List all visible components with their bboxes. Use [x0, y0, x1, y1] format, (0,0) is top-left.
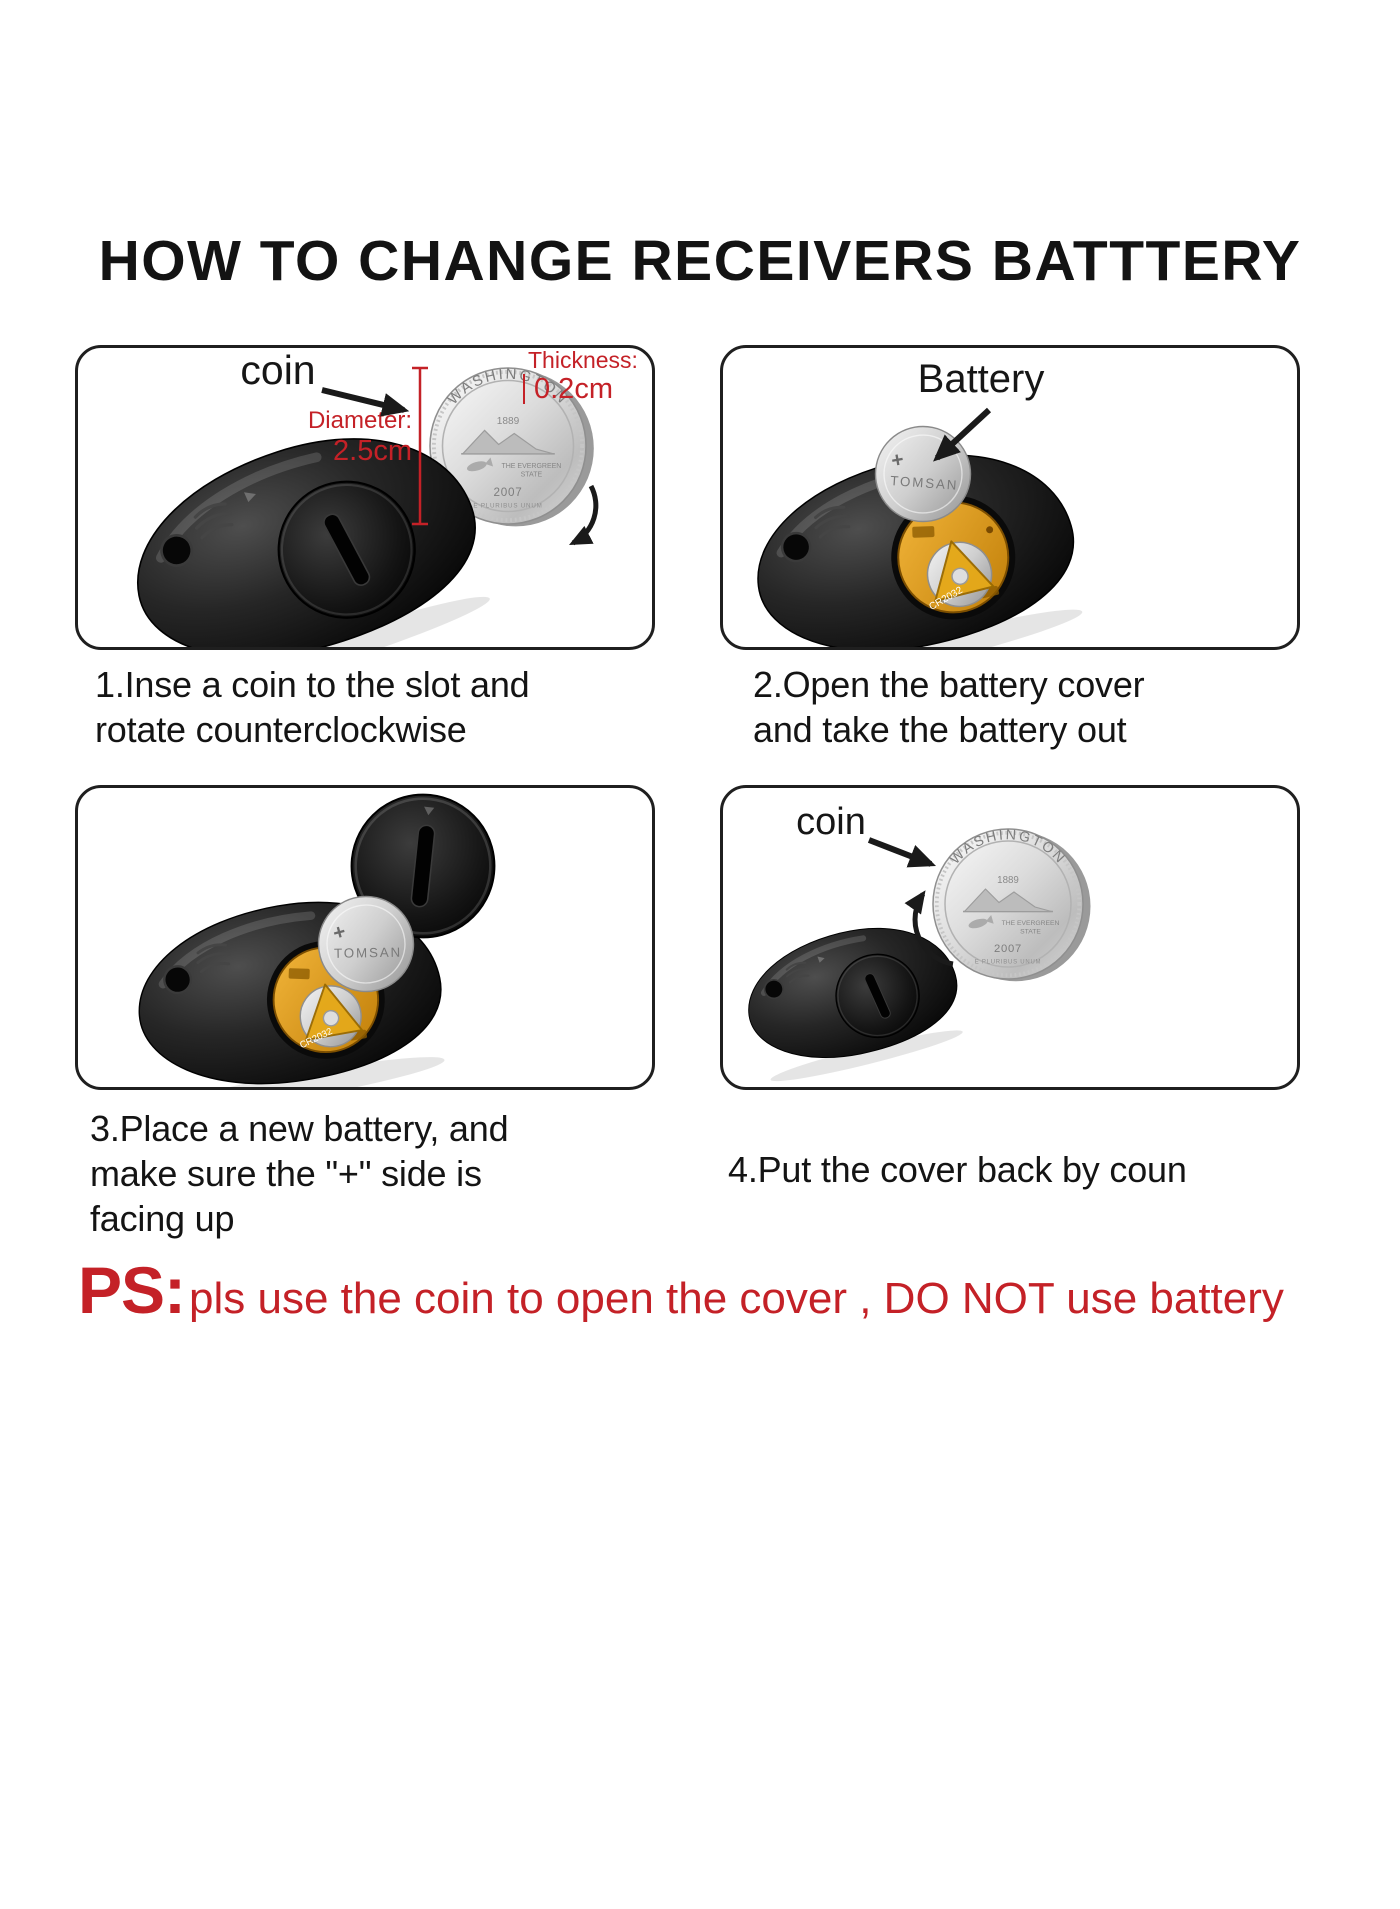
- coin-pointer-arrow-icon: [321, 387, 410, 417]
- ps-note: PS: pls use the coin to open the cover ,…: [78, 1252, 1284, 1328]
- rotate-arrow-icon: [904, 890, 954, 967]
- step2-illustration: Battery: [723, 357, 1297, 647]
- thickness-label: Thickness:: [528, 348, 638, 373]
- caption-line: make sure the "+" side is: [90, 1153, 482, 1194]
- caption-line: 3.Place a new battery, and: [90, 1108, 509, 1149]
- coin-illustration: [931, 825, 1091, 982]
- step-caption-2: 2.Open the battery cover and take the ba…: [753, 662, 1145, 752]
- receiver-illustration: [735, 909, 971, 1087]
- step-panel-1: Diameter: 2.5cm Thickness: 0.2cm coin: [75, 345, 655, 650]
- ps-prefix: PS:: [78, 1253, 186, 1327]
- rotate-arrow-icon: [568, 484, 599, 546]
- step4-illustration: coin: [723, 801, 1091, 1087]
- step-panel-2: Battery: [720, 345, 1300, 650]
- step-caption-1: 1.Inse a coin to the slot and rotate cou…: [95, 662, 530, 752]
- coin-pointer-arrow-icon: [867, 837, 937, 868]
- caption-line: 1.Inse a coin to the slot and: [95, 664, 530, 705]
- thickness-value: 0.2cm: [534, 373, 613, 405]
- battery-pointer-arrow-icon: [933, 407, 992, 462]
- caption-line: 2.Open the battery cover: [753, 664, 1145, 705]
- coin-label: coin: [796, 801, 866, 843]
- step3-illustration: [78, 788, 503, 1087]
- ps-text: pls use the coin to open the cover , DO …: [189, 1274, 1284, 1323]
- caption-line: rotate counterclockwise: [95, 709, 467, 750]
- coin-label: coin: [240, 348, 315, 393]
- caption-line: and take the battery out: [753, 709, 1127, 750]
- step-panel-4: coin: [720, 785, 1300, 1090]
- step-panel-3: [75, 785, 655, 1090]
- caption-line: facing up: [90, 1198, 235, 1239]
- step-caption-4: 4.Put the cover back by coun: [728, 1147, 1187, 1192]
- caption-line: 4.Put the cover back by coun: [728, 1149, 1187, 1190]
- battery-label: Battery: [918, 357, 1045, 401]
- coin-illustration: [428, 364, 594, 527]
- diameter-value: 2.5cm: [333, 435, 412, 467]
- diameter-dimension-line: [412, 366, 428, 526]
- step1-illustration: Diameter: 2.5cm Thickness: 0.2cm coin: [78, 348, 638, 647]
- step-caption-3: 3.Place a new battery, and make sure the…: [90, 1106, 509, 1241]
- page-title: HOW TO CHANGE RECEIVERS BATTTERY: [98, 229, 1302, 293]
